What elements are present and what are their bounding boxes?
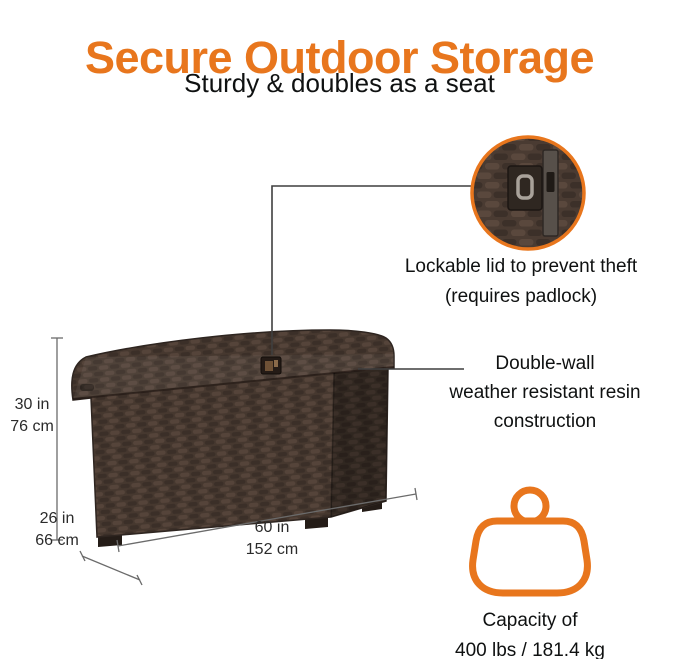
callout-wall-line3: construction [493,411,597,432]
box-end-face [331,369,388,517]
callout-lock-line2: (requires padlock) [444,286,598,307]
dimension-label-height: 30 in 76 cm [10,394,54,438]
dimension-label-depth: 26 in 66 cm [32,508,82,552]
capacity-line2: 400 lbs / 181.4 kg [455,640,605,659]
dimension-width-in: 60 in [254,519,290,536]
dimension-depth-cm: 66 cm [35,532,79,549]
box-handle-notch [80,384,94,391]
capacity-caption: Capacity of 400 lbs / 181.4 kg [428,606,632,659]
box-lid-seam [72,366,395,400]
box-body [71,329,395,538]
deck-box-illustration [71,329,395,547]
page-subtitle: Sturdy & doubles as a seat [184,68,495,98]
leader-line-lock [271,185,471,355]
page-title: Secure Outdoor Storage [84,32,595,84]
dimension-lines [51,337,418,586]
dimension-line-height [51,337,63,541]
box-lid-front [73,354,394,400]
box-corner-edge [330,372,335,518]
callout-lock-line1: Lockable lid to prevent theft [404,256,638,277]
callout-lockable-lid: Lockable lid to prevent theft (requires … [390,252,652,312]
dimension-depth-in: 26 in [39,510,75,527]
padlock-hasp-zoom-icon [507,149,559,237]
callout-wall-line1: Double-wall [495,353,595,374]
capacity-line1: Capacity of [482,610,578,631]
callout-wall-line2: weather resistant resin [449,382,641,403]
box-latch-icon [260,356,282,375]
dimension-line-depth [79,550,143,586]
weight-capacity-icon [469,486,591,597]
dimension-line-width [116,487,418,553]
dimension-height-cm: 76 cm [10,418,54,435]
lock-zoom-circle [470,135,586,251]
callout-double-wall: Double-wall weather resistant resin cons… [448,349,642,436]
dimension-width-cm: 152 cm [245,541,299,558]
dimension-height-in: 30 in [14,396,50,413]
dimension-label-width: 60 in 152 cm [230,517,314,561]
